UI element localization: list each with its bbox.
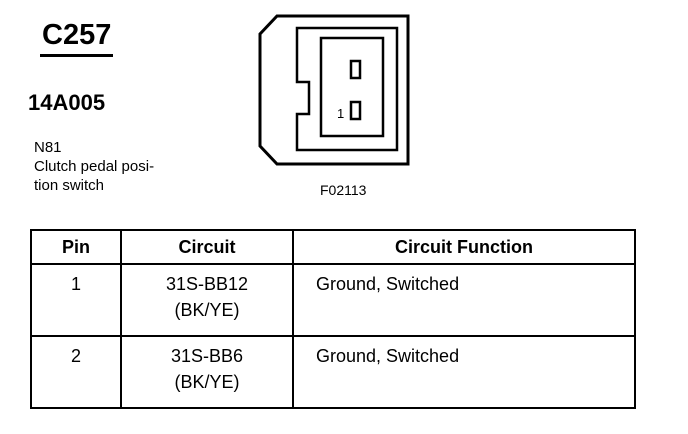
table-row: 1 31S-BB12 (BK/YE) Ground, Switched [30,263,636,337]
figure-label: F02113 [320,182,367,198]
description-line: Clutch pedal posi- [34,158,155,175]
circuit-number: 31S-BB12 [165,274,249,294]
connector-description: N81 Clutch pedal posi- tion switch [34,138,204,195]
cell-circuit-function: Ground, Switched [292,335,636,409]
header-circuit-function: Circuit Function [292,229,636,265]
table-header-row: Pin Circuit Circuit Function [30,229,636,265]
connector-face-diagram: 1 [258,14,410,166]
header-circuit: Circuit [120,229,294,265]
connector-inner-outline [295,26,399,152]
cell-circuit: 31S-BB6 (BK/YE) [120,335,294,409]
cell-circuit: 31S-BB12 (BK/YE) [120,263,294,337]
description-line: N81 [34,139,62,156]
pin-1-terminal [349,100,362,121]
header-pin: Pin [30,229,122,265]
pin-table: Pin Circuit Circuit Function 1 31S-BB12 … [30,229,636,409]
connector-terminal-cavity [319,36,385,138]
description-line: tion switch [34,177,105,194]
table-row: 2 31S-BB6 (BK/YE) Ground, Switched [30,335,636,409]
connector-housing-outline [258,14,410,166]
cell-circuit-function: Ground, Switched [292,263,636,337]
circuit-number: 31S-BB6 [170,346,244,366]
wire-color: (BK/YE) [174,372,240,392]
pin-2-terminal [349,59,362,80]
cell-pin: 2 [30,335,122,409]
wire-color: (BK/YE) [174,300,240,320]
connector-id: C257 [40,18,114,57]
cell-pin: 1 [30,263,122,337]
pin-1-label: 1 [337,106,344,121]
part-number: 14A005 [28,90,106,115]
